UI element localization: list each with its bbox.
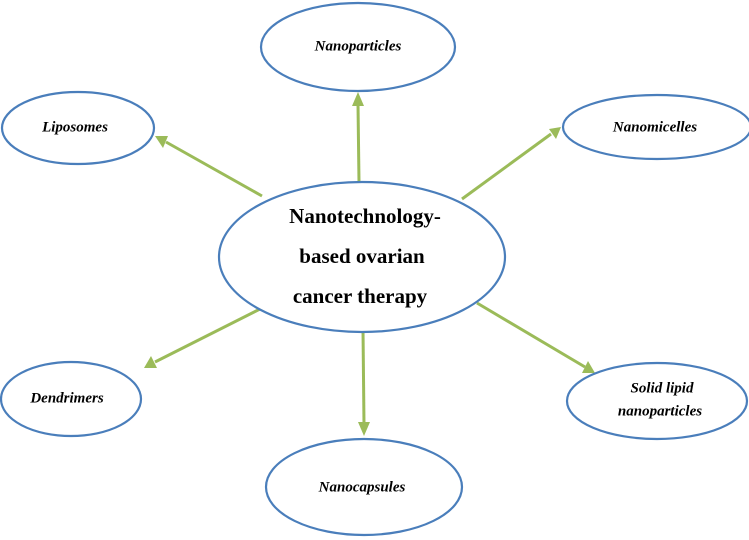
center-line-2: based ovarian	[299, 244, 425, 268]
node-solid-lipid-line-1: Solid lipid	[631, 380, 694, 396]
node-solid-lipid-nanoparticles: Solid lipid nanoparticles	[565, 361, 749, 441]
node-dendrimers-label: Dendrimers	[29, 390, 104, 406]
arrow-to-dendrimers	[144, 307, 261, 368]
arrow-to-nanoparticles	[352, 92, 364, 183]
node-nanoparticles-label: Nanoparticles	[314, 38, 402, 54]
node-nanocapsules: Nanocapsules	[264, 437, 464, 537]
node-liposomes: Liposomes	[0, 90, 156, 166]
center-line-1: Nanotechnology-	[289, 204, 441, 228]
arrow-to-liposomes	[155, 136, 263, 198]
node-solid-lipid-line-2: nanoparticles	[618, 403, 702, 419]
arrow-to-solid-lipid	[476, 301, 595, 373]
arrows	[144, 92, 595, 436]
arrow-to-nanomicelles	[461, 127, 561, 201]
node-nanomicelles: Nanomicelles	[561, 93, 749, 161]
node-nanomicelles-label: Nanomicelles	[612, 119, 697, 135]
node-nanocapsules-label: Nanocapsules	[318, 479, 406, 495]
center-node: Nanotechnology- based ovarian cancer the…	[217, 180, 507, 334]
node-dendrimers: Dendrimers	[0, 360, 143, 438]
node-nanoparticles: Nanoparticles	[259, 1, 457, 93]
center-line-3: cancer therapy	[293, 284, 428, 308]
arrow-to-nanocapsules	[358, 329, 370, 436]
node-liposomes-label: Liposomes	[41, 119, 108, 135]
